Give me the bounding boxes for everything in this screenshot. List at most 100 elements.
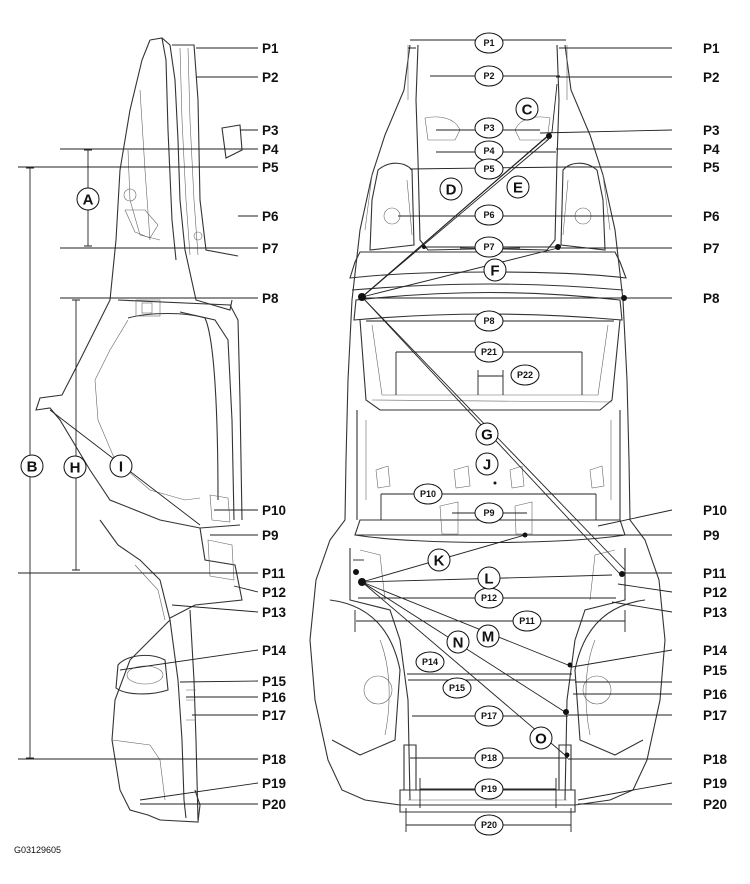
measurement-letter: D bbox=[439, 177, 463, 201]
dimension-circle: P4 bbox=[474, 140, 504, 162]
measurement-letter-label: G bbox=[481, 426, 493, 443]
dimension-circle-label: P5 bbox=[483, 164, 494, 174]
dimension-circle: P12 bbox=[474, 587, 504, 609]
measurement-points bbox=[353, 133, 627, 758]
measurement-letter-label: N bbox=[453, 634, 464, 651]
right-callout-labels: P1P2P3P4P5P6P7P8P10P9P11P12P13P14P15P16P… bbox=[703, 41, 728, 812]
dimension-circle: P11 bbox=[512, 610, 542, 632]
measurement-letter-label: E bbox=[513, 179, 523, 196]
callout-label-right: P9 bbox=[703, 528, 720, 543]
measurement-letter: H bbox=[63, 455, 87, 479]
dimension-circle: P6 bbox=[474, 204, 504, 226]
callout-label-right: P8 bbox=[703, 291, 720, 306]
side-callout-labels: P1P2P3P4P5P6P7P8P10P9P11P12P13P14P15P16P… bbox=[262, 41, 287, 812]
measurement-letter: E bbox=[506, 175, 530, 199]
callout-label-right: P7 bbox=[703, 241, 720, 256]
callout-label-right: P3 bbox=[703, 123, 720, 138]
measurement-letter: K bbox=[427, 548, 451, 572]
plan-dimension-circles: P1P2P3P4P5P6P7P8P21P22P10P9P12P11P14P15P… bbox=[413, 32, 542, 836]
callout-label-side: P14 bbox=[262, 643, 287, 658]
callout-label-side: P10 bbox=[262, 503, 286, 518]
callout-label-right: P16 bbox=[703, 687, 728, 702]
dimension-circle-label: P21 bbox=[481, 347, 497, 357]
measurement-letter: M bbox=[476, 624, 500, 648]
dimension-circle-label: P4 bbox=[483, 146, 494, 156]
measurement-letter-label: M bbox=[482, 628, 495, 645]
callout-label-side: P8 bbox=[262, 291, 279, 306]
measurement-letter: I bbox=[109, 454, 133, 478]
callout-label-right: P4 bbox=[703, 142, 720, 157]
figure-code: G03129605 bbox=[14, 845, 61, 855]
callout-label-right: P1 bbox=[703, 41, 720, 56]
dimension-circle-label: P12 bbox=[481, 593, 497, 603]
dimension-circle: P9 bbox=[474, 502, 504, 524]
dimension-circle-label: P6 bbox=[483, 210, 494, 220]
callout-label-side: P2 bbox=[262, 70, 279, 85]
callout-label-right: P10 bbox=[703, 503, 727, 518]
dimension-circle: P14 bbox=[415, 651, 445, 673]
measurement-letter: O bbox=[529, 726, 553, 750]
dimension-circle: P19 bbox=[474, 778, 504, 800]
measurement-letter: F bbox=[483, 258, 507, 282]
measurement-letter: N bbox=[446, 630, 470, 654]
measurement-letter-label: C bbox=[522, 101, 533, 118]
dimension-circle-label: P9 bbox=[483, 508, 494, 518]
callout-label-side: P6 bbox=[262, 209, 279, 224]
measurement-letter: C bbox=[515, 97, 539, 121]
dimension-circle: P21 bbox=[474, 341, 504, 363]
dimension-circle: P20 bbox=[474, 814, 504, 836]
dimension-circle: P3 bbox=[474, 117, 504, 139]
measurement-letter-label: H bbox=[70, 459, 81, 476]
dimension-circle: P17 bbox=[474, 705, 504, 727]
callout-label-side: P7 bbox=[262, 241, 279, 256]
measurement-letter-label: B bbox=[27, 458, 38, 475]
dimension-circle: P10 bbox=[413, 483, 443, 505]
dimension-circle-label: P20 bbox=[481, 820, 497, 830]
callout-label-right: P14 bbox=[703, 643, 728, 658]
dimension-circle-label: P19 bbox=[481, 784, 497, 794]
measurement-letter-label: O bbox=[535, 730, 547, 747]
dimension-circle: P18 bbox=[474, 747, 504, 769]
callout-label-side: P20 bbox=[262, 797, 286, 812]
measurement-letter-label: L bbox=[484, 570, 493, 587]
measurement-letter: J bbox=[475, 452, 499, 476]
dimension-circle: P1 bbox=[474, 32, 504, 54]
callout-label-right: P15 bbox=[703, 663, 728, 678]
leader-lines bbox=[18, 39, 673, 832]
measurement-letter: G bbox=[475, 422, 499, 446]
dimension-circle-label: P11 bbox=[519, 616, 535, 626]
dimension-circle-label: P8 bbox=[483, 316, 494, 326]
measurement-letter-label: J bbox=[483, 456, 491, 473]
side-view-body bbox=[35, 37, 243, 823]
callout-label-side: P16 bbox=[262, 690, 287, 705]
callout-label-right: P11 bbox=[703, 566, 727, 581]
measurement-letter-label: D bbox=[446, 181, 457, 198]
dimension-circle-label: P7 bbox=[483, 242, 494, 252]
measurement-letter-label: A bbox=[83, 191, 94, 208]
callout-label-side: P18 bbox=[262, 752, 287, 767]
callout-label-right: P17 bbox=[703, 708, 727, 723]
callout-label-side: P17 bbox=[262, 708, 286, 723]
callout-label-side: P1 bbox=[262, 41, 279, 56]
callout-label-right: P18 bbox=[703, 752, 728, 767]
callout-label-side: P4 bbox=[262, 142, 279, 157]
callout-label-side: P9 bbox=[262, 528, 279, 543]
dimension-circle: P7 bbox=[474, 236, 504, 258]
callout-label-right: P13 bbox=[703, 605, 728, 620]
dimension-circle: P22 bbox=[510, 364, 540, 386]
callout-label-side: P3 bbox=[262, 123, 279, 138]
measurement-letter: A bbox=[76, 187, 100, 211]
callout-label-right: P2 bbox=[703, 70, 720, 85]
measurement-letter-label: K bbox=[434, 552, 445, 569]
dimension-circle-label: P15 bbox=[449, 683, 465, 693]
measurement-letter-label: F bbox=[490, 262, 499, 279]
callout-label-side: P5 bbox=[262, 160, 279, 175]
callout-label-right: P19 bbox=[703, 776, 727, 791]
callout-label-right: P12 bbox=[703, 585, 727, 600]
dimension-circle: P5 bbox=[474, 158, 504, 180]
dimension-circle-label: P17 bbox=[481, 711, 497, 721]
dimension-circle: P2 bbox=[474, 65, 504, 87]
callout-label-side: P12 bbox=[262, 585, 286, 600]
